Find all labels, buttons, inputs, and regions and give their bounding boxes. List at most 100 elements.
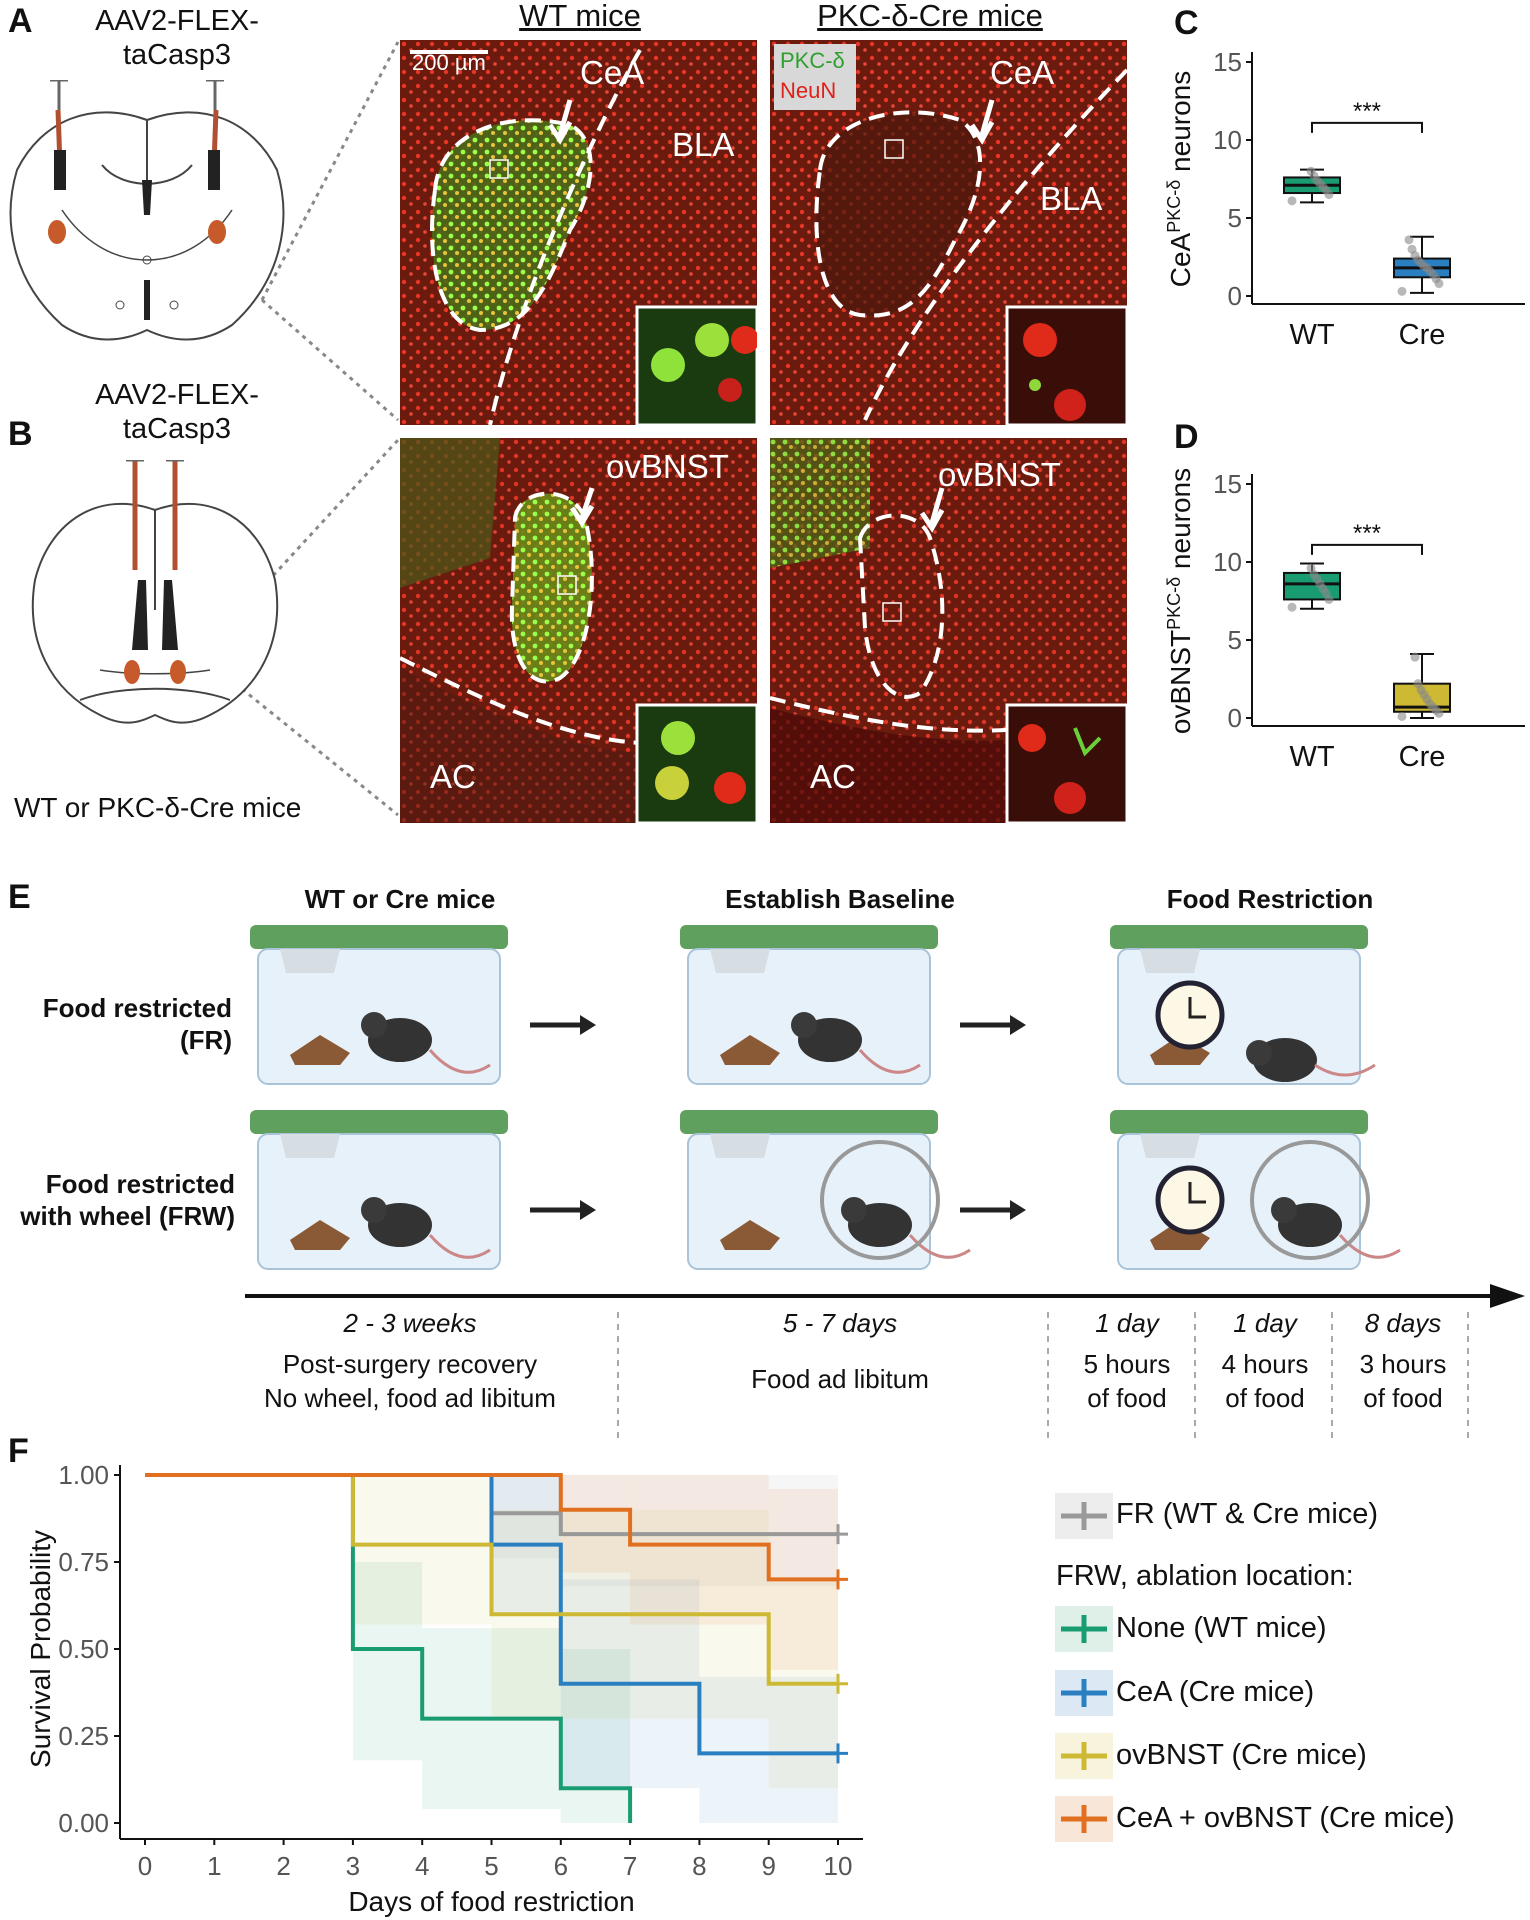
box-d-y-tick-label: 0 — [1228, 703, 1242, 733]
mice-label-b: WT or PKC-δ-Cre mice — [14, 792, 302, 823]
food-hopper — [280, 1134, 340, 1158]
legend-key-none — [1055, 1606, 1113, 1652]
timeline-period-1: 2 - 3 weeks — [343, 1308, 477, 1338]
f-ci-band — [560, 1649, 631, 1823]
legend-label-cea: CeA (Cre mice) — [1116, 1676, 1315, 1708]
f-y-tick-label: 0.75 — [58, 1547, 109, 1577]
timeline-period-3: 1 day — [1095, 1308, 1159, 1338]
cage-lid — [1110, 1110, 1368, 1134]
panel-letter-e: E — [8, 878, 31, 916]
legend-neun: NeuN — [780, 78, 837, 103]
box-c-data-point — [1404, 235, 1414, 245]
cage — [250, 925, 508, 1085]
f-ci-band — [560, 1475, 631, 1573]
e-column-head-1: WT or Cre mice — [304, 884, 496, 914]
running-wheel-icon — [820, 1140, 940, 1260]
f-x-tick-label: 4 — [415, 1851, 429, 1881]
f-x-tick-label: 8 — [692, 1851, 706, 1881]
timeline-desc-4: 4 hours of food — [1221, 1349, 1309, 1413]
cage — [1110, 1110, 1401, 1270]
cage-lid — [680, 925, 938, 949]
box-d-y-tick-label: 10 — [1213, 547, 1242, 577]
column-header-wt: WT mice — [519, 0, 641, 33]
cage — [680, 1110, 971, 1270]
mouse-tail-icon — [858, 1049, 921, 1074]
scale-bar-label: 200 µm — [412, 50, 486, 75]
timeline-desc-5: 3 hours of food — [1359, 1349, 1447, 1413]
box-d-significance-label: *** — [1353, 520, 1381, 547]
panel-letter-a: A — [8, 2, 33, 40]
survival-legend: FR (WT & Cre mice) FRW, ablation locatio… — [1050, 1488, 1530, 1858]
f-x-tick-label: 6 — [554, 1851, 568, 1881]
box-c-x-tick-label: WT — [1289, 319, 1334, 351]
f-y-axis-label: Survival Probability — [25, 1530, 56, 1768]
e-column-head-2: Establish Baseline — [725, 884, 955, 914]
legend-key-ovbnst — [1055, 1733, 1113, 1779]
timeline-period-5: 8 days — [1364, 1308, 1442, 1338]
experiment-timeline-arrow — [245, 1284, 1525, 1438]
box-d-y-tick-label: 5 — [1228, 625, 1242, 655]
legend-label-ovbnst: ovBNST (Cre mice) — [1116, 1739, 1367, 1771]
mouse-head-icon — [841, 1197, 867, 1223]
flow-arrow-head — [580, 1200, 596, 1220]
food-hopper — [710, 949, 770, 973]
virus-label-a: AAV2-FLEX- taCasp3 — [95, 5, 259, 71]
box-c-data-point — [1407, 244, 1417, 254]
cage — [680, 925, 938, 1085]
f-y-tick-label: 0.25 — [58, 1721, 109, 1751]
panel-letter-b: B — [8, 415, 33, 453]
f-survival-line-ovbnst-cre-mice- — [145, 1473, 838, 1686]
f-y-tick-label: 0.50 — [58, 1634, 109, 1664]
cage-lid — [680, 1110, 938, 1134]
mouse-head-icon — [361, 1012, 387, 1038]
flow-arrow-head — [580, 1015, 596, 1035]
f-x-tick-label: 9 — [761, 1851, 775, 1881]
e-column-head-3: Food Restriction — [1166, 884, 1374, 914]
mouse-head-icon — [361, 1197, 387, 1223]
mouse-tail-icon — [1338, 1234, 1401, 1259]
label-ac-wt: AC — [430, 758, 476, 795]
timeline-desc-2: Food ad libitum — [751, 1364, 929, 1394]
box-d-data-point — [1287, 602, 1297, 612]
box-c-x-tick-label: Cre — [1399, 319, 1446, 351]
food-pellets-icon — [720, 1220, 780, 1250]
box-d-x-tick-label: Cre — [1399, 741, 1446, 773]
cage — [1110, 925, 1376, 1085]
box-d-data-point — [1413, 679, 1423, 689]
f-x-tick-label: 0 — [138, 1851, 152, 1881]
food-pellets-icon — [290, 1035, 350, 1065]
f-ci-band — [352, 1475, 492, 1625]
food-pellets-icon — [720, 1035, 780, 1065]
box-c-data-point — [1306, 166, 1316, 176]
f-ci-band — [630, 1475, 769, 1625]
f-x-tick-label: 1 — [207, 1851, 221, 1881]
box-c-data-point — [1397, 286, 1407, 296]
food-hopper — [1140, 1134, 1200, 1158]
mouse-head-icon — [1246, 1040, 1272, 1066]
micrograph-wt-cea: 200 µm CeA BLA — [400, 40, 757, 425]
timeline-period-4: 1 day — [1233, 1308, 1297, 1338]
cage-lid — [250, 1110, 508, 1134]
timeline-period-2: 5 - 7 days — [782, 1308, 898, 1338]
label-ac-cre: AC — [810, 758, 856, 795]
column-header-cre: PKC-δ-Cre mice — [817, 0, 1043, 33]
e-row-label-frw: Food restricted with wheel (FRW) — [20, 1169, 235, 1231]
f-x-tick-label: 10 — [824, 1851, 853, 1881]
label-ovbnst-wt: ovBNST — [606, 448, 729, 485]
box-c-y-tick-label: 5 — [1228, 203, 1242, 233]
label-ovbnst-cre: ovBNST — [938, 456, 1061, 493]
f-x-axis-label: Days of food restriction — [348, 1886, 634, 1917]
mouse-head-icon — [791, 1012, 817, 1038]
micrograph-wt-ovbnst: ovBNST AC — [400, 438, 757, 823]
cage-illustrations — [250, 925, 1401, 1270]
cage — [250, 1110, 508, 1270]
f-x-tick-label: 2 — [276, 1851, 290, 1881]
box-d-x-tick-label: WT — [1289, 741, 1334, 773]
legend-label-none: None (WT mice) — [1116, 1612, 1327, 1644]
food-pellets-icon — [1150, 1220, 1210, 1250]
coronal-brain-diagram-a — [9, 80, 285, 341]
legend-label-cea-ovbnst: CeA + ovBNST (Cre mice) — [1116, 1802, 1455, 1834]
